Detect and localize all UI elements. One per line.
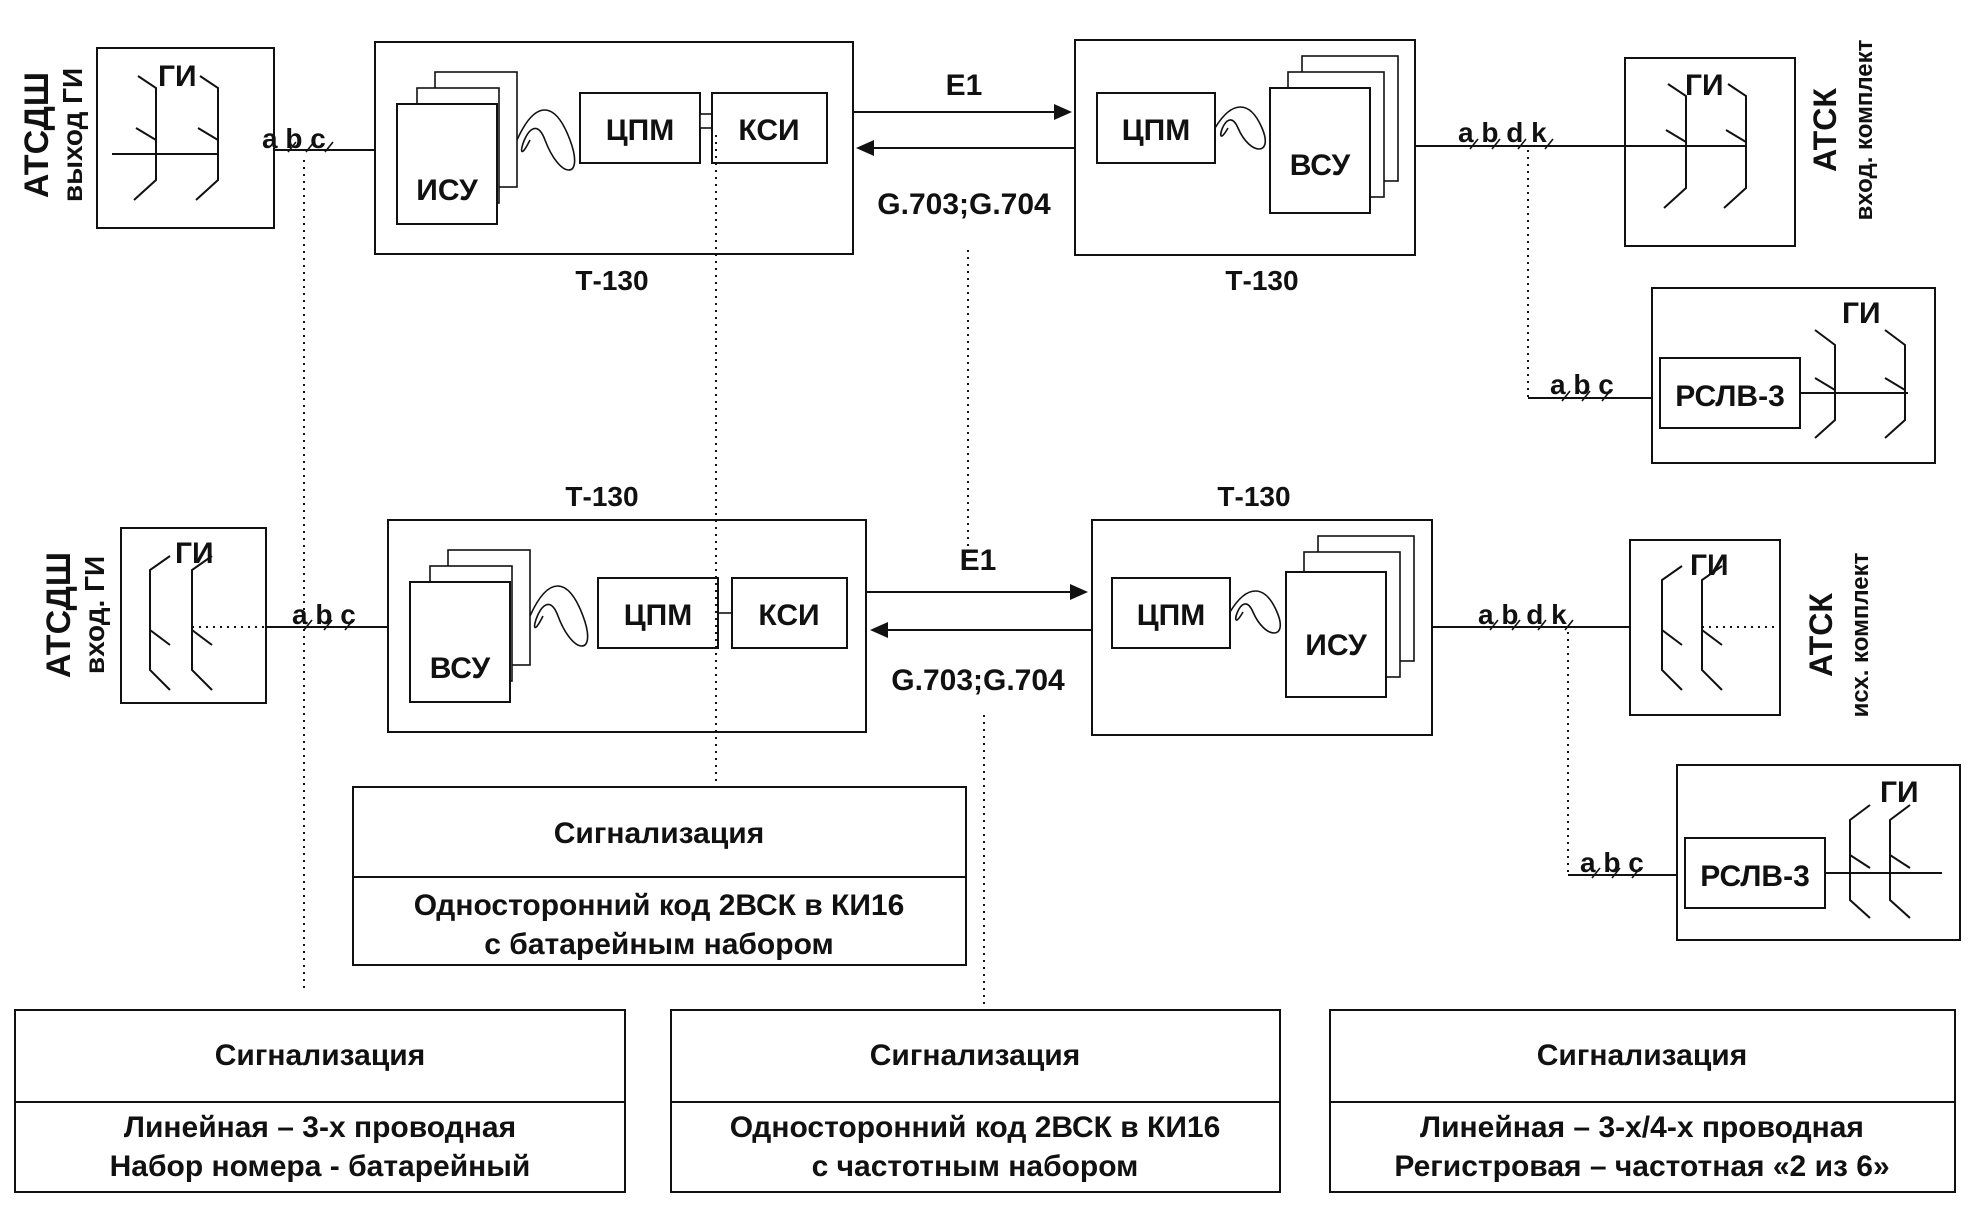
signalling-middle-line1: Односторонний код 2ВСК в КИ16: [730, 1111, 1221, 1144]
bottom-left-gi-block: ГИ: [120, 527, 267, 704]
rslv-label: РСЛВ-3: [1700, 860, 1810, 893]
top-right-station-sublabel: вход. комплект: [1851, 39, 1878, 220]
signalling-box-middle: Сигнализация Односторонний код 2ВСК в КИ…: [670, 1009, 1281, 1193]
bottom-left-wires-label: a b c: [292, 599, 356, 630]
ksi-label: КСИ: [738, 114, 799, 147]
top-right-rslv-wires-label: a b c: [1550, 369, 1614, 400]
top-g703-label: G.703;G.704: [877, 188, 1051, 221]
isu-label: ИСУ: [1305, 629, 1367, 662]
top-left-t130-label: Т-130: [575, 265, 648, 296]
bottom-right-station-label: АТСК: [1803, 593, 1839, 677]
top-right-station-label: АТСК: [1807, 88, 1843, 172]
isu-label: ИСУ: [416, 174, 478, 207]
gi-label: ГИ: [1880, 776, 1919, 809]
signalling-box-center: Сигнализация Односторонний код 2ВСК в КИ…: [352, 786, 967, 966]
cpm-label: ЦПМ: [624, 599, 692, 632]
top-e1-label: Е1: [946, 69, 983, 102]
bottom-right-gi-block: ГИ: [1629, 539, 1781, 716]
cpm-label: ЦПМ: [1137, 599, 1205, 632]
top-right-t130-block: ЦПМ ВСУ: [1074, 39, 1416, 256]
top-right-gi-block: ГИ: [1624, 57, 1796, 247]
bottom-g703-label: G.703;G.704: [891, 664, 1065, 697]
bottom-right-rslv-block: РСЛВ-3 ГИ: [1676, 764, 1961, 941]
cpm-label: ЦПМ: [1122, 114, 1190, 147]
top-left-station-sublabel: выход ГИ: [57, 68, 88, 202]
bottom-e1-label: Е1: [960, 544, 997, 577]
cpm-label: ЦПМ: [606, 114, 674, 147]
top-left-gi-block: ГИ: [96, 47, 275, 229]
top-right-wires-label: a b d k: [1458, 117, 1547, 148]
vsu-label: ВСУ: [1290, 149, 1351, 182]
rslv-label: РСЛВ-3: [1675, 380, 1785, 413]
bottom-left-t130-label: Т-130: [565, 481, 638, 512]
top-left-station-label: АТСДШ: [18, 72, 56, 198]
vsu-label: ВСУ: [430, 652, 491, 685]
signalling-right-line1: Линейная – 3-х/4-х проводная: [1420, 1111, 1864, 1144]
bottom-right-t130-label: Т-130: [1217, 481, 1290, 512]
signalling-box-left: Сигнализация Линейная – 3-х проводная На…: [14, 1009, 626, 1193]
gi-label: ГИ: [1690, 549, 1729, 582]
signalling-center-line2: с батарейным набором: [484, 928, 833, 961]
bottom-right-rslv-wires-label: a b c: [1580, 847, 1644, 878]
bottom-right-station-sublabel: исх. комплект: [1847, 552, 1874, 717]
signalling-right-title: Сигнализация: [1537, 1039, 1748, 1072]
top-left-t130-block: ИСУ ЦПМ КСИ: [374, 41, 854, 255]
gi-label: ГИ: [175, 537, 214, 570]
bottom-left-station-label: АТСДШ: [40, 552, 78, 678]
top-left-wires-label: a b c: [262, 123, 326, 154]
signalling-middle-title: Сигнализация: [870, 1039, 1081, 1072]
signalling-center-line1: Односторонний код 2ВСК в КИ16: [414, 889, 905, 922]
signalling-left-title: Сигнализация: [215, 1039, 426, 1072]
signalling-center-title: Сигнализация: [554, 817, 765, 850]
gi-label: ГИ: [1842, 297, 1881, 330]
bottom-left-station-sublabel: вход. ГИ: [79, 556, 110, 674]
signalling-middle-line2: с частотным набором: [812, 1150, 1139, 1183]
bottom-left-t130-block: ВСУ ЦПМ КСИ: [387, 519, 867, 733]
ksi-label: КСИ: [758, 599, 819, 632]
bottom-right-t130-block: ЦПМ ИСУ: [1091, 519, 1433, 736]
gi-label: ГИ: [1685, 69, 1724, 102]
signalling-left-line1: Линейная – 3-х проводная: [124, 1111, 516, 1144]
top-right-t130-label: Т-130: [1225, 265, 1298, 296]
signalling-left-line2: Набор номера - батарейный: [110, 1150, 531, 1183]
gi-label: ГИ: [158, 60, 197, 93]
bottom-right-wires-label: a b d k: [1478, 599, 1567, 630]
signalling-box-right: Сигнализация Линейная – 3-х/4-х проводна…: [1329, 1009, 1956, 1193]
signalling-right-line2: Регистровая – частотная «2 из 6»: [1394, 1150, 1889, 1183]
top-right-rslv-block: РСЛВ-3 ГИ: [1651, 287, 1936, 464]
